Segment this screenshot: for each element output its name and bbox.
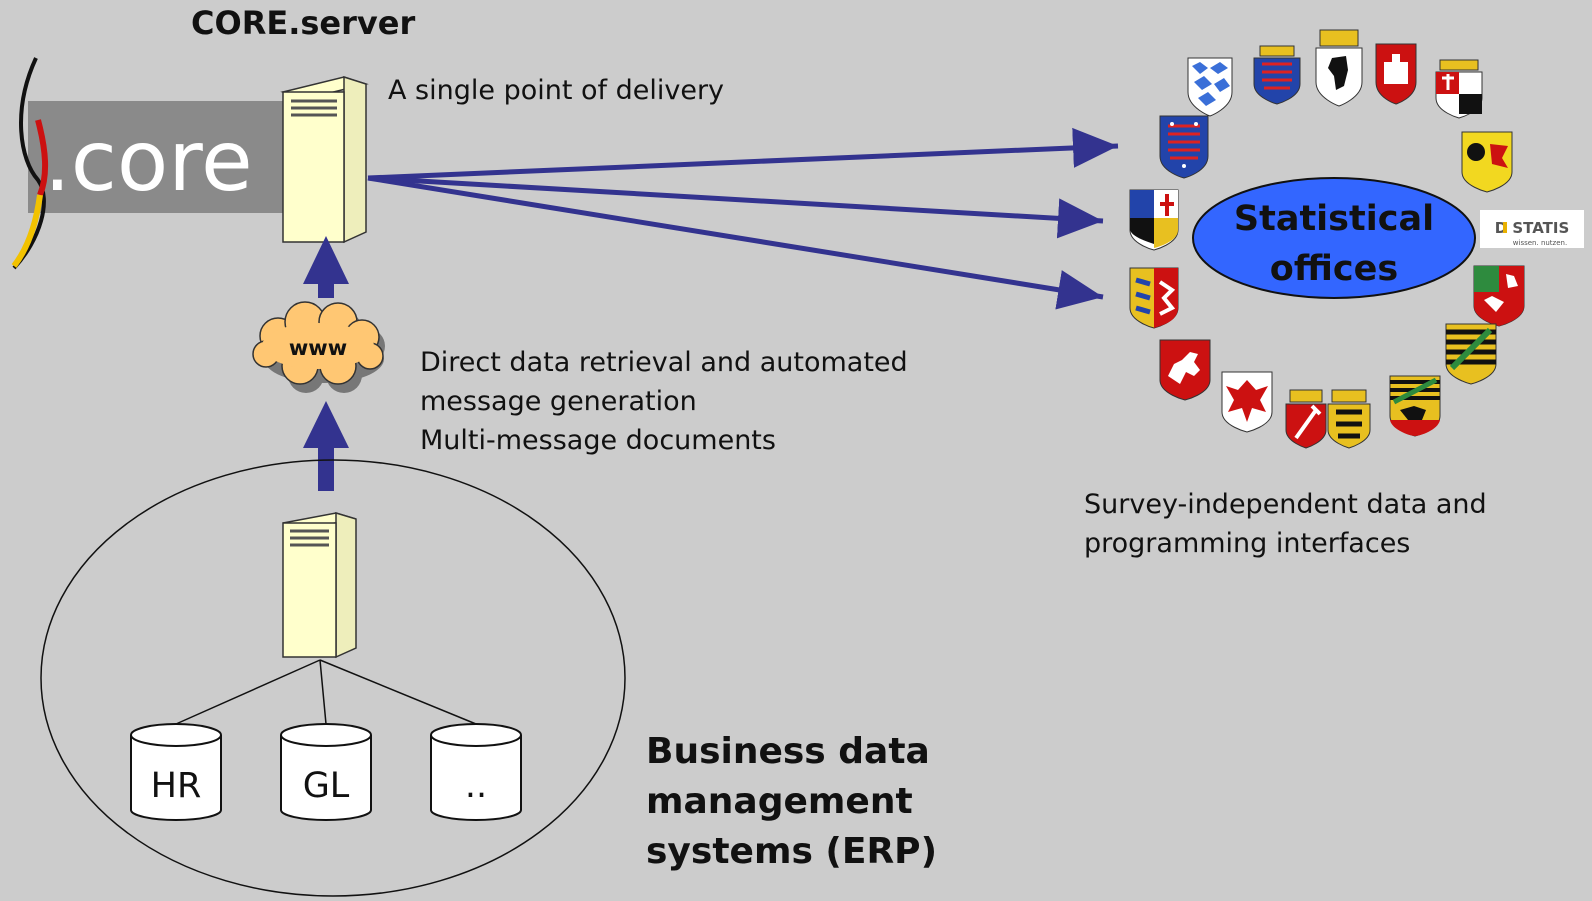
erp-boundary <box>40 459 626 897</box>
coat-of-arms-thuringia-icon <box>1159 115 1209 179</box>
core-server-icon <box>280 75 369 244</box>
coat-of-arms-berlin-icon <box>1315 29 1363 107</box>
database-hr-label: HR <box>151 766 202 806</box>
connector-gl <box>319 659 327 725</box>
arrow-to-offices-3 <box>367 175 1104 310</box>
connector-hr <box>175 659 321 725</box>
coat-of-arms-saxony-icon <box>1445 323 1497 385</box>
coat-of-arms-saarland-icon <box>1129 189 1179 251</box>
database-hr: HR <box>130 723 222 821</box>
erp-server-icon <box>282 511 357 659</box>
coat-of-arms-lower-saxony-icon <box>1159 339 1211 401</box>
coat-of-arms-hamburg-icon <box>1375 43 1417 105</box>
interfaces-text: Survey-independent data and programming … <box>1084 485 1487 563</box>
database-gl-label: GL <box>303 766 350 806</box>
erp-line-1: Business data <box>646 731 930 772</box>
coat-of-arms-baden-wuerttemberg-icon <box>1327 389 1371 449</box>
erp-line-2: management <box>646 781 913 822</box>
coat-of-arms-brandenburg-icon <box>1221 371 1273 433</box>
delivery-text: A single point of delivery <box>388 75 725 106</box>
erp-line-3: systems (ERP) <box>646 831 938 872</box>
coat-of-arms-bavaria-icon <box>1187 57 1233 117</box>
core-server-title: CORE.server <box>191 4 416 42</box>
statistical-offices-label-line2: offices <box>1270 249 1398 289</box>
destatis-tagline: wissen. nutzen. <box>1513 239 1567 247</box>
erp-label: Business data management systems (ERP) <box>646 727 937 877</box>
cloud-label: www <box>289 336 347 360</box>
coat-of-arms-rhineland-palatinate-icon <box>1435 59 1483 119</box>
retrieval-line-2: message generation <box>420 386 697 417</box>
retrieval-text: Direct data retrieval and automated mess… <box>420 343 908 460</box>
core-logo: .core <box>11 57 284 270</box>
up-arrow-top <box>303 236 349 298</box>
coat-of-arms-schleswig-holstein-icon <box>1129 267 1179 329</box>
retrieval-line-3: Multi-message documents <box>420 425 776 456</box>
www-cloud: www <box>252 301 385 393</box>
database-other: .. <box>430 723 522 821</box>
arrow-to-offices-2 <box>367 175 1104 239</box>
database-other-label: .. <box>465 766 487 806</box>
coats-of-arms <box>1129 29 1525 449</box>
interfaces-line-1: Survey-independent data and <box>1084 489 1487 520</box>
coat-of-arms-nrw-icon <box>1473 265 1525 327</box>
up-arrow-bottom <box>303 401 349 491</box>
arrow-to-offices-1 <box>367 127 1119 181</box>
coat-of-arms-saxony-anhalt-icon <box>1389 375 1441 437</box>
destatis-name: D STATIS <box>1495 219 1570 237</box>
coat-of-arms-hesse-icon <box>1253 45 1301 105</box>
coat-of-arms-mecklenburg-icon <box>1461 131 1513 193</box>
interfaces-line-2: programming interfaces <box>1084 528 1411 559</box>
statistical-offices-ellipse <box>1192 177 1476 299</box>
connector-other <box>319 659 477 725</box>
destatis-logo: D STATIS wissen. nutzen. <box>1480 210 1584 248</box>
statistical-offices-label-line1: Statistical <box>1234 199 1434 239</box>
retrieval-line-1: Direct data retrieval and automated <box>420 347 908 378</box>
coat-of-arms-bremen-icon <box>1285 389 1327 449</box>
database-gl: GL <box>280 723 372 821</box>
logo-text: .core <box>44 112 253 210</box>
